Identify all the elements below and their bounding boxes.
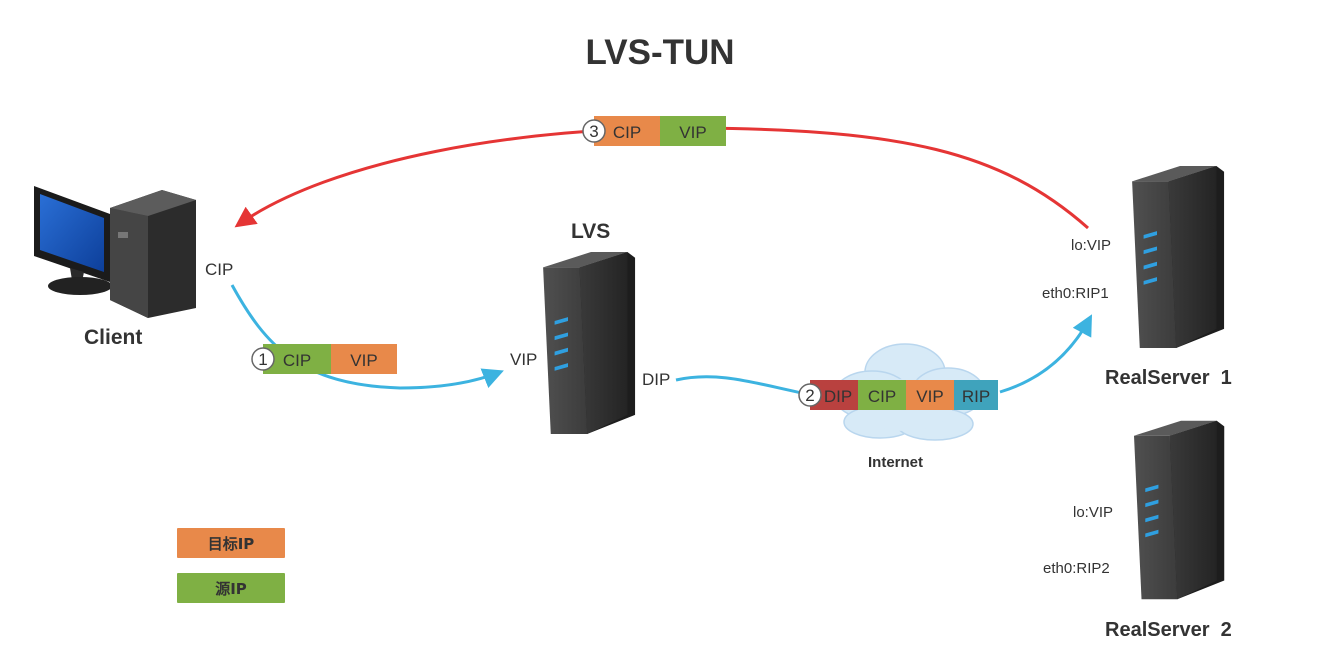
legend-src-ip-label: 源IP	[215, 579, 247, 598]
packet-1: 1 CIP VIP	[251, 344, 397, 374]
packet-1-step-badge	[251, 347, 275, 371]
packet-3-field-vip	[660, 116, 726, 146]
realserver1-eth-label: eth0:RIP1	[1042, 285, 1109, 302]
packet-2-field-cip	[858, 380, 906, 410]
realserver2-eth-label: eth0:RIP2	[1043, 560, 1110, 577]
packet-2-field-rip	[954, 380, 998, 410]
client-to-lvs-arrow	[230, 284, 504, 390]
realserver2-icon	[1134, 420, 1225, 600]
internet-to-realserver-arrow	[999, 314, 1092, 394]
realserver1-label: RealServer 1	[1105, 367, 1232, 389]
packet-2-dip: DIP	[824, 387, 852, 406]
packet-1-field-vip	[331, 344, 397, 374]
lvs-vip-label: VIP	[510, 350, 537, 369]
packet-2: 2 DIP CIP VIP RIP	[798, 380, 998, 410]
realserver1-lo-label: lo:VIP	[1071, 237, 1111, 254]
realserver2-lo-label: lo:VIP	[1073, 504, 1113, 521]
packet-3-step: 3	[589, 122, 598, 141]
lvs-server-icon	[543, 252, 636, 434]
client-label: Client	[84, 326, 142, 349]
packet-2-step: 2	[805, 386, 814, 405]
packet-2-field-vip	[906, 380, 954, 410]
packet-3-vip: VIP	[679, 123, 706, 142]
packet-2-step-badge	[798, 383, 822, 407]
packet-2-cip: CIP	[868, 387, 896, 406]
lvs-dip-label: DIP	[642, 370, 670, 389]
packet-3: 3 CIP VIP	[582, 116, 726, 146]
legend-src-ip: 源IP	[177, 573, 285, 603]
packet-2-vip: VIP	[916, 387, 943, 406]
packet-3-cip: CIP	[613, 123, 641, 142]
client-ip-label: CIP	[205, 260, 233, 279]
packet-1-step: 1	[258, 350, 267, 369]
client-computer-icon	[34, 186, 196, 318]
packet-2-rip: RIP	[962, 387, 990, 406]
legend-dest-ip-label: 目标IP	[207, 534, 255, 553]
packet-1-vip: VIP	[350, 351, 377, 370]
legend-dest-ip: 目标IP	[177, 528, 285, 558]
realserver2-label: RealServer 2	[1105, 619, 1232, 641]
packet-3-step-badge	[582, 119, 606, 143]
realserver1-icon	[1132, 166, 1225, 348]
lvs-to-internet-line	[675, 375, 813, 397]
internet-label: Internet	[868, 454, 923, 471]
lvs-label: LVS	[571, 220, 610, 243]
packet-1-cip: CIP	[283, 351, 311, 370]
diagram-title: LVS-TUN	[585, 33, 734, 72]
